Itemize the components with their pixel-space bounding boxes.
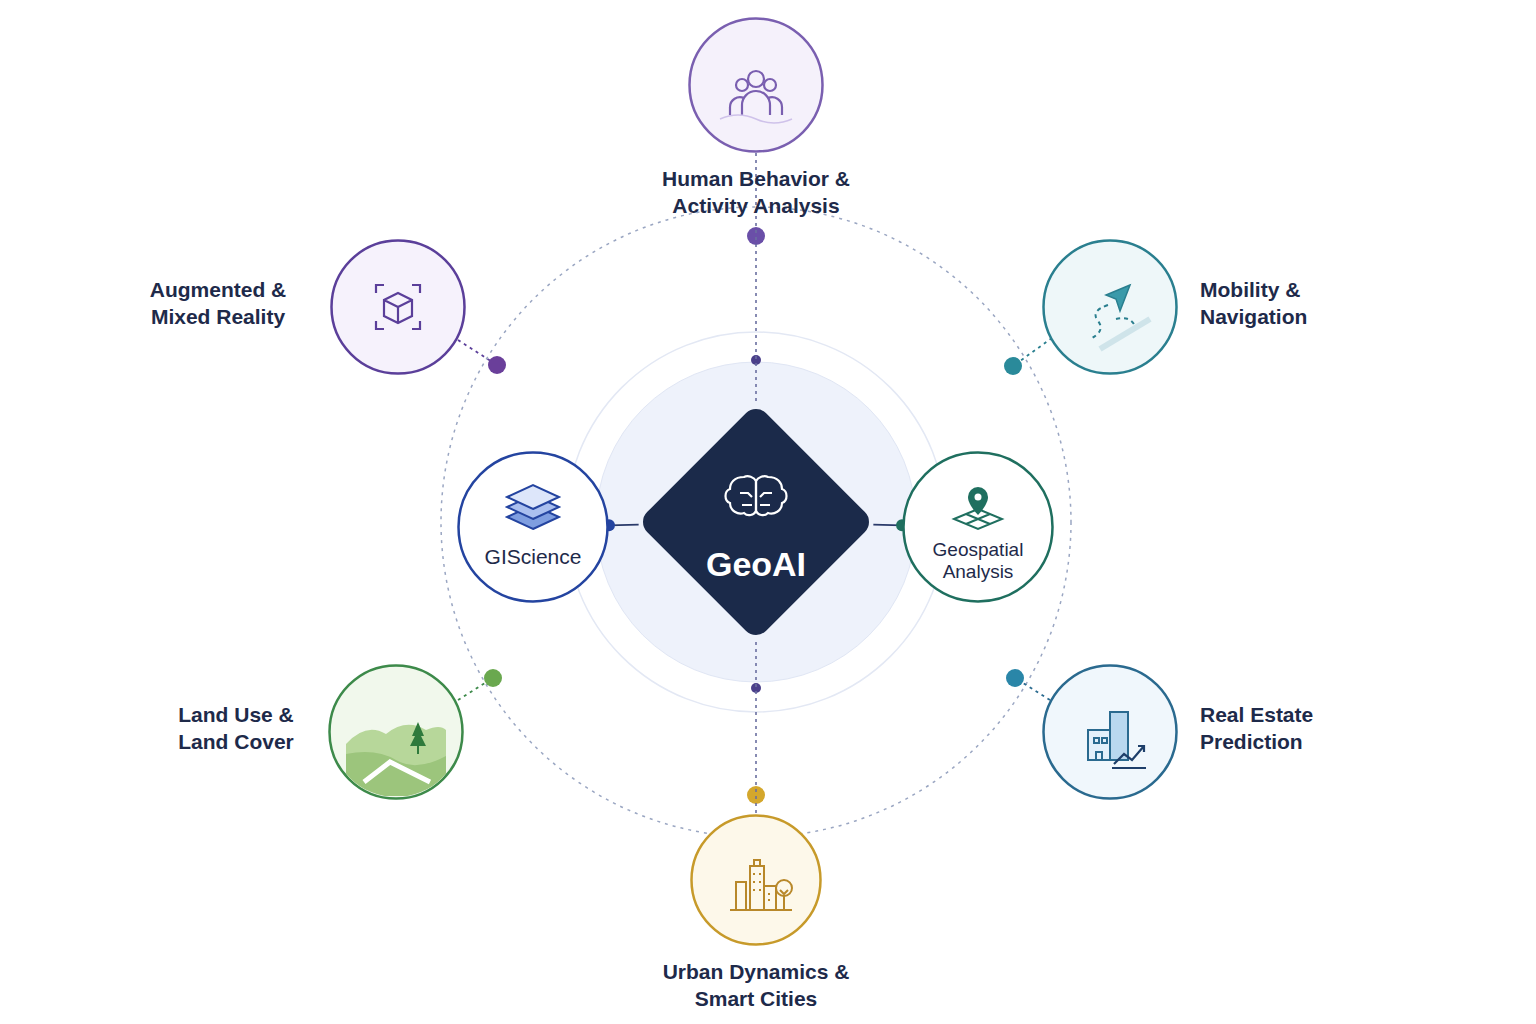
topic-label: Human Behavior & Activity Analysis [641, 165, 871, 220]
topic-label: Real Estate Prediction [1200, 701, 1330, 756]
circle-outline [330, 239, 466, 375]
topic-label: Augmented & Mixed Reality [128, 276, 308, 331]
circle-outline [690, 814, 822, 946]
topic-label: Mobility & Navigation [1200, 276, 1330, 331]
topic-circle: Land Use & Land Cover [328, 664, 464, 800]
leader-lines [458, 338, 1052, 700]
node-label: GIScience [468, 545, 598, 569]
circle-outline [457, 451, 609, 603]
center-diamond: GeoAI [636, 402, 876, 642]
topic-circle: Geospatial Analysis [902, 451, 1054, 603]
circle-outline [1042, 239, 1178, 375]
center-title: GeoAI [671, 542, 841, 586]
connector [756, 153, 757, 402]
topic-circle: Mobility & Navigation [1042, 239, 1178, 375]
faint-ring [566, 332, 946, 712]
topic-label: Urban Dynamics & Smart Cities [651, 958, 861, 1013]
topic-circle: GIScience [457, 451, 609, 603]
node-label: Geospatial Analysis [918, 539, 1038, 583]
topic-circle: Augmented & Mixed Reality [330, 239, 466, 375]
topic-circle: Human Behavior & Activity Analysis [688, 17, 824, 153]
circle-outline [688, 17, 824, 153]
topic-circle: Urban Dynamics & Smart Cities [690, 814, 822, 946]
circle-outline [1042, 664, 1178, 800]
diamond-outline [636, 402, 876, 642]
connector [756, 642, 757, 814]
topic-circle: Real Estate Prediction [1042, 664, 1178, 800]
topic-label: Land Use & Land Cover [166, 701, 306, 756]
inner-disc [596, 362, 916, 682]
circle-outline [328, 664, 464, 800]
